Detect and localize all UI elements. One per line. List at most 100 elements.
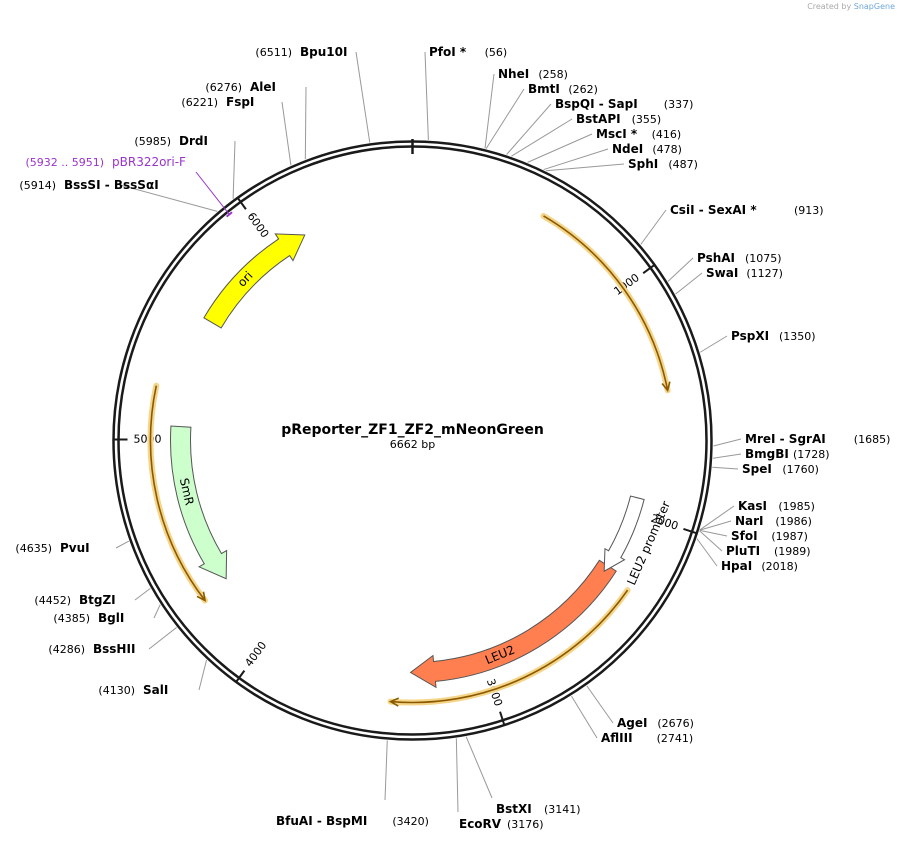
orf-bottom	[390, 589, 629, 704]
enzyme-site-kasi: KasI(1985)	[738, 499, 815, 513]
leader-afliii	[571, 695, 598, 739]
enzyme-position: (4452)	[34, 594, 71, 607]
leader-drdi	[232, 140, 236, 199]
enzyme-name: SphI	[628, 157, 658, 171]
enzyme-position: (913)	[794, 204, 824, 217]
leader-swai	[675, 272, 703, 295]
enzyme-name: BspQI - SapI	[555, 97, 638, 111]
orf-right	[543, 215, 669, 391]
enzyme-site-btgzi: (4452) BtgZI	[34, 593, 115, 607]
leader-pspxi	[700, 335, 728, 353]
tick-1000	[642, 263, 656, 274]
enzyme-position: (3141)	[544, 803, 581, 816]
leader-nari	[699, 520, 732, 531]
enzyme-position: (1985)	[778, 500, 815, 513]
leader-sali	[198, 659, 208, 691]
enzyme-name: BssSI - BssSαI	[64, 178, 159, 192]
enzyme-site-spei: SpeI(1760)	[742, 462, 819, 476]
enzyme-position: (4635)	[15, 542, 52, 555]
enzyme-position: (56)	[485, 46, 508, 59]
enzyme-position: (4130)	[98, 684, 135, 697]
tick-label-6000: 6000	[245, 210, 272, 240]
leader-ecorv	[455, 738, 459, 813]
enzyme-site-swai: SwaI(1127)	[706, 266, 783, 280]
leader-sfoi	[699, 529, 728, 537]
enzyme-position: (1350)	[779, 330, 816, 343]
leader-agei	[586, 685, 614, 724]
leader-bmgbi	[712, 453, 742, 459]
enzyme-site-pfoi: PfoI *(56)	[429, 45, 507, 59]
enzyme-position: (1728)	[793, 448, 830, 461]
leader-btgzi	[134, 587, 151, 601]
enzyme-name: SalI	[143, 683, 168, 697]
enzyme-site-mrei-sgrai: MreI - SgrAI (1685)	[745, 432, 890, 446]
enzyme-position: (416)	[652, 128, 682, 141]
leader-ndei	[543, 148, 609, 171]
enzyme-name: SpeI	[742, 462, 772, 476]
enzyme-position: (6276)	[205, 81, 242, 94]
enzyme-position: (1127)	[746, 267, 783, 280]
leader-bmti	[485, 88, 525, 149]
leader-fspi	[281, 101, 292, 166]
enzyme-site-bsshii: (4286) BssHII	[48, 642, 135, 656]
snapgene-credit: Created by SnapGene	[807, 2, 895, 11]
leader-bfuai-bspmi	[384, 740, 388, 801]
enzyme-name: NheI	[498, 67, 529, 81]
enzyme-name: BmgBI	[745, 447, 789, 461]
enzyme-site-bmgbi: BmgBI (1728)	[745, 447, 830, 461]
enzyme-name: MscI *	[596, 127, 638, 141]
enzyme-name: BstXI	[496, 802, 532, 816]
enzyme-position: (337)	[664, 98, 694, 111]
leader-bstxi	[465, 736, 493, 799]
enzyme-site-bstapi: BstAPI(355)	[576, 112, 661, 126]
enzyme-name: PvuI	[60, 541, 90, 555]
primer-label: (5932 .. 5951)pBR322ori-F	[25, 155, 186, 169]
enzyme-name: BstAPI	[576, 112, 621, 126]
primer-leader	[195, 171, 230, 215]
enzyme-name: HpaI	[721, 559, 752, 573]
orf-left	[149, 385, 206, 601]
leader-bpu10i	[355, 51, 371, 143]
enzyme-name: MreI - SgrAI	[745, 432, 826, 446]
enzyme-position: (1075)	[745, 252, 782, 265]
enzyme-site-bstxi: BstXI (3141)	[496, 802, 581, 816]
primer-name: pBR322ori-F	[112, 155, 186, 169]
enzyme-site-bspqi-sapi: BspQI - SapI (337)	[555, 97, 693, 111]
enzyme-site-fspi: (6221)FspI	[181, 95, 254, 109]
enzyme-site-ndei: NdeI (478)	[612, 142, 682, 156]
enzyme-name: BtgZI	[79, 593, 116, 607]
orf-left-head	[196, 591, 207, 602]
enzyme-site-sali: (4130) SalI	[98, 683, 168, 697]
enzyme-name: EcoRV	[459, 817, 502, 831]
tick-4000	[234, 670, 246, 684]
enzyme-name: NdeI	[612, 142, 643, 156]
leader-sphi	[545, 163, 625, 172]
enzyme-position: (2741)	[657, 732, 694, 745]
enzyme-site-pvui: (4635) PvuI	[15, 541, 89, 555]
enzyme-position: (1986)	[775, 515, 812, 528]
enzyme-site-csii-sexai: CsiI - SexAI *(913)	[670, 203, 824, 217]
enzyme-position: (4286)	[48, 643, 85, 656]
enzyme-name: AleI	[250, 80, 276, 94]
enzyme-name: BssHII	[93, 642, 135, 656]
leader-msci	[527, 133, 593, 163]
enzyme-site-agei: AgeI(2676)	[617, 716, 694, 730]
leader-kasi	[699, 505, 735, 531]
enzyme-name: BglI	[98, 611, 124, 625]
enzyme-site-msci: MscI * (416)	[596, 127, 681, 141]
enzyme-name: SfoI	[731, 529, 758, 543]
leader-bgli	[153, 604, 161, 619]
enzyme-position: (1989)	[774, 545, 811, 558]
enzyme-name: NarI	[735, 514, 764, 528]
enzyme-position: (262)	[568, 83, 598, 96]
orf-right-glow	[540, 212, 671, 394]
orf-bottom-head	[388, 697, 400, 707]
enzyme-position: (1685)	[854, 433, 891, 446]
enzyme-position: (478)	[652, 143, 682, 156]
enzyme-site-sphi: SphI(487)	[628, 157, 698, 171]
enzyme-leader-lines	[115, 51, 742, 813]
leader-alei	[304, 86, 307, 160]
smr-feature-label: SmR	[177, 477, 197, 507]
enzyme-position: (5914)	[19, 179, 56, 192]
